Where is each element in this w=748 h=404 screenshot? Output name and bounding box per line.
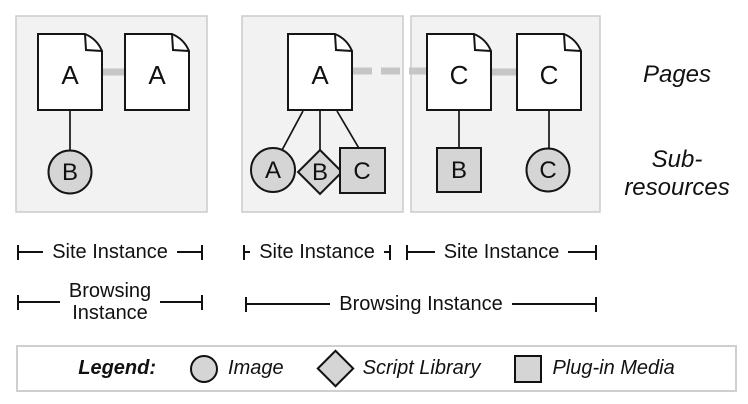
image-circle-icon (190, 354, 219, 383)
bracket-browsing-instance-2: Browsing Instance (245, 282, 598, 326)
bracket-line (511, 303, 596, 305)
subresource-shapes (47, 147, 571, 196)
page-fold-icon (84, 33, 103, 52)
bracket-line (160, 301, 202, 303)
subresource-label: C (353, 158, 370, 185)
subresource-label: B (312, 159, 328, 186)
pages-row-label: Pages (642, 61, 712, 88)
bracket-label: Browsing Instance (60, 280, 160, 324)
legend-box: Legend: Image Script Library Plug-in Med… (16, 345, 737, 392)
subresources-row-label-line2: resources (624, 174, 730, 201)
image-circle-icon (525, 147, 571, 193)
legend-item-image: Image (190, 354, 284, 383)
bracket-tick (595, 296, 598, 312)
bracket-label-line1: Browsing (68, 280, 152, 302)
bracket-line (568, 251, 595, 253)
bracket-label: Site Instance (443, 241, 560, 263)
subresources-row-label-line1: Sub- (651, 146, 703, 173)
bracket-tick (245, 296, 247, 312)
script-diamond-icon (316, 349, 355, 388)
bracket-site-instance-1: Site Instance (17, 230, 203, 274)
bracket-site-instance-3: Site Instance (406, 230, 597, 274)
bracket-tick (595, 244, 597, 260)
subresource-label: A (265, 157, 281, 184)
page-label: A (148, 60, 166, 90)
page-fold-icon (473, 33, 492, 52)
page-fold-icon (563, 33, 582, 52)
legend-item-label: Script Library (362, 357, 481, 379)
bracket-line (245, 251, 251, 253)
bracket-line (19, 301, 60, 303)
bracket-tick (201, 294, 204, 310)
bracket-label: Browsing Instance (339, 293, 503, 315)
bracket-tick (17, 244, 19, 260)
bracket-line (408, 251, 435, 253)
plugin-square-icon (339, 147, 386, 194)
script-diamond-icon (296, 148, 344, 196)
subresource-label: B (62, 159, 78, 186)
bracket-label: Site Instance (52, 241, 168, 263)
bracket-tick (389, 244, 391, 260)
page-fold-icon (334, 33, 353, 52)
bracket-label: Site Instance (259, 241, 375, 263)
bracket-tick (243, 244, 245, 260)
bracket-tick (406, 244, 408, 260)
page-label: A (311, 60, 329, 90)
legend-item-label: Plug-in Media (552, 357, 675, 379)
plugin-square-icon (514, 354, 543, 383)
subresources-row-label: Sub- resources (624, 146, 729, 202)
image-circle-icon (47, 149, 93, 195)
bracket-site-instance-2: Site Instance (243, 230, 391, 274)
bracket-line (247, 303, 331, 305)
subresource-links (69, 110, 550, 153)
legend-title: Legend: (78, 357, 157, 379)
plugin-square-icon (436, 147, 482, 193)
page-label: A (61, 60, 79, 90)
bracket-tick (201, 244, 203, 260)
page-icons (37, 33, 582, 111)
bracket-label-line2: Instance (72, 302, 148, 324)
page-fold-icon (171, 33, 190, 52)
bracket-line (383, 251, 389, 253)
bracket-tick (17, 294, 19, 310)
subresource-label: C (539, 157, 556, 184)
subresource-label: B (451, 157, 467, 184)
bracket-line (176, 251, 201, 253)
legend-item-plugin-media: Plug-in Media (514, 354, 675, 383)
image-circle-icon (250, 147, 296, 193)
bracket-line (19, 251, 44, 253)
page-label: C (450, 60, 469, 90)
legend-item-script-library: Script Library (316, 349, 481, 388)
page-label: C (540, 60, 559, 90)
legend-item-label: Image (228, 357, 284, 379)
bracket-browsing-instance-1: Browsing Instance (17, 280, 204, 324)
